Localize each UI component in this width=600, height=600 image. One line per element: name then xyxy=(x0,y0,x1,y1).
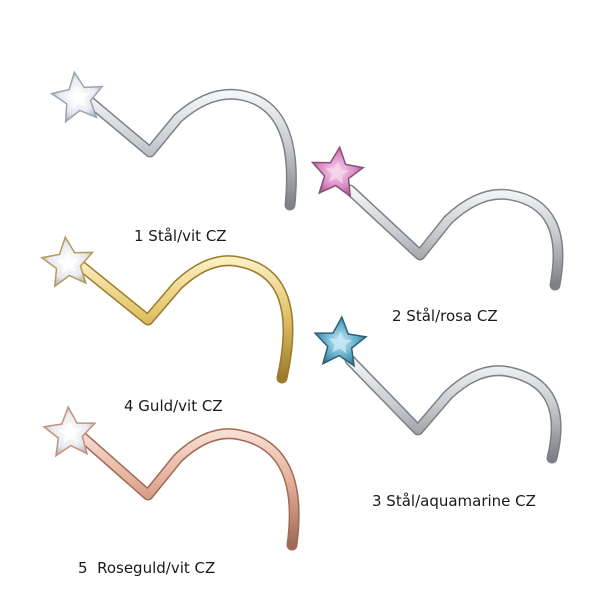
nose-stud-4-gold-white xyxy=(39,233,294,384)
caption-item-2: 2 Stål/rosa CZ xyxy=(392,307,498,325)
star-gem-white-icon xyxy=(39,233,97,289)
caption-item-5: 5 Roseguld/vit CZ xyxy=(78,559,216,577)
caption-item-1: 1 Stål/vit CZ xyxy=(134,227,227,245)
nose-stud-2-steel-pink xyxy=(308,143,564,291)
nose-stud-5-rosegold-white xyxy=(41,404,300,551)
caption-item-4: 4 Guld/vit CZ xyxy=(124,397,223,415)
nose-stud-1-steel-white xyxy=(48,67,297,211)
star-gem-aquamarine-icon xyxy=(312,314,369,368)
caption-item-3: 3 Stål/aquamarine CZ xyxy=(372,492,536,510)
nose-stud-3-steel-aquamarine xyxy=(312,314,562,464)
